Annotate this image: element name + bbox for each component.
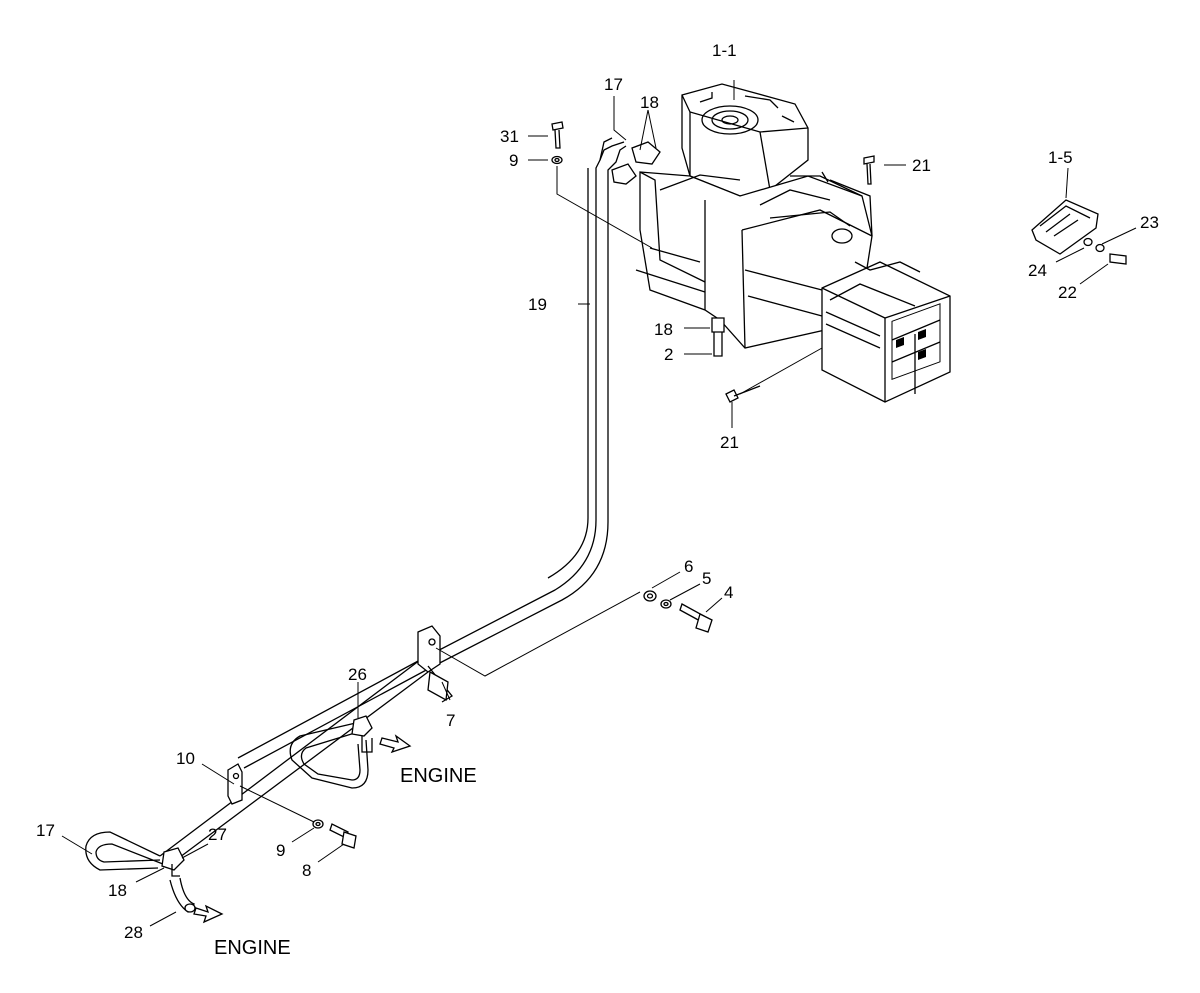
callout-5: 5 <box>702 569 711 588</box>
callout-8: 8 <box>302 861 311 880</box>
callout-17-top: 17 <box>604 75 623 94</box>
washer-9-top <box>551 155 653 249</box>
callout-9-top: 9 <box>509 151 518 170</box>
parts-6-5-4 <box>643 590 713 633</box>
pipe-19 <box>237 137 627 769</box>
engine-label-lower: ENGINE <box>214 937 291 959</box>
callout-10: 10 <box>176 749 195 768</box>
callout-17-bottom: 17 <box>36 821 55 840</box>
parts-9-8-bottom <box>239 785 357 849</box>
callout-27: 27 <box>208 825 227 844</box>
callout-31: 31 <box>500 127 519 146</box>
callout-26: 26 <box>348 665 367 684</box>
grille-1-5 <box>1031 199 1099 255</box>
screw-21-bottom <box>725 347 823 403</box>
callout-24: 24 <box>1028 261 1047 280</box>
engine-label-upper: ENGINE <box>400 765 477 787</box>
screw-21-top <box>863 155 875 185</box>
callout-28: 28 <box>124 923 143 942</box>
leader-lines <box>61 80 1137 927</box>
callout-1-1: 1-1 <box>712 41 737 60</box>
lower-pipe-assembly <box>85 591 641 913</box>
callout-4: 4 <box>724 583 733 602</box>
callout-7: 7 <box>446 711 455 730</box>
callout-22: 22 <box>1058 283 1077 302</box>
bolt-31 <box>551 121 564 149</box>
callout-23: 23 <box>1140 213 1159 232</box>
parts-23-24-22 <box>1083 237 1127 265</box>
callout-18-top: 18 <box>640 93 659 112</box>
callout-19: 19 <box>528 295 547 314</box>
callout-21-bottom: 21 <box>720 433 739 452</box>
engine-arrow-lower <box>193 904 224 924</box>
heater-unit <box>611 83 951 403</box>
callout-1-5: 1-5 <box>1048 148 1073 167</box>
callout-21-top: 21 <box>912 156 931 175</box>
engine-arrow-upper <box>379 734 412 754</box>
callout-18-bottom: 18 <box>108 881 127 900</box>
callout-2: 2 <box>664 345 673 364</box>
callout-labels: 1-1 17 18 31 9 21 1-5 23 24 22 19 18 2 2… <box>36 41 1159 959</box>
callout-9-bottom: 9 <box>276 841 285 860</box>
callout-18-mid: 18 <box>654 320 673 339</box>
callout-6: 6 <box>684 557 693 576</box>
